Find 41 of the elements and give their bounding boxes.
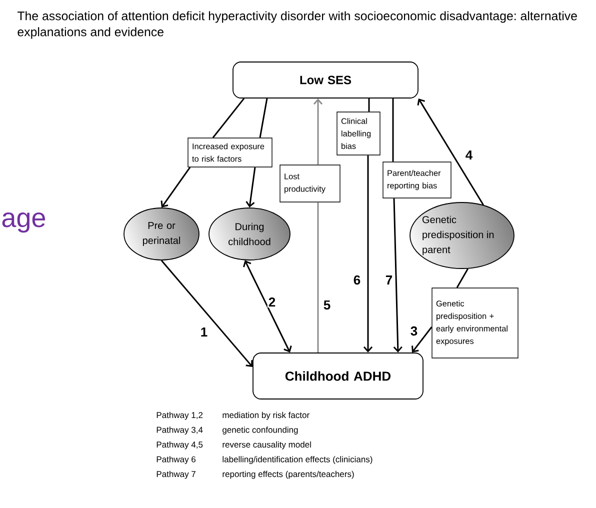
pathway-name: Pathway 4,5 [156, 441, 203, 450]
label-box: Lost productivity [280, 164, 340, 202]
word-fragment: age [2, 212, 46, 233]
rounded-box: Low SES [232, 62, 418, 98]
arrow [243, 260, 292, 353]
arrow [363, 155, 373, 353]
connector-line [259, 98, 268, 138]
pathway-name: Pathway 1,2 [156, 412, 203, 420]
edge-label: 2 [267, 296, 277, 308]
edge-label: 6 [352, 274, 362, 286]
label-box: Parent/teacher reporting bias [382, 162, 452, 198]
pathway-name: Pathway 3,4 [156, 426, 203, 434]
label-box: Increased exposure to risk factors [188, 138, 272, 168]
arrow [313, 98, 323, 165]
pathway-name: Pathway 7 [156, 470, 196, 479]
edge-label: 4 [464, 150, 474, 160]
arrow [246, 167, 256, 208]
rounded-box: Childhood ADHD [252, 352, 424, 400]
connector-line [456, 268, 469, 288]
label-box: Genetic predisposition + early environmental exposures [432, 288, 518, 358]
pathway-description: genetic confounding [222, 426, 298, 434]
arrow [393, 198, 402, 353]
arrow [160, 166, 191, 208]
edge-label: 1 [199, 326, 209, 338]
pathway-name: Pathway 6 [156, 456, 196, 464]
edge-label: 7 [384, 274, 394, 286]
edge-label: 3 [409, 325, 419, 337]
pathway-description: labelling/identification effects (clinicians) [222, 456, 372, 464]
connector-line [368, 98, 370, 112]
arrow [417, 98, 484, 206]
connector-line [392, 98, 394, 162]
arrow [412, 326, 432, 353]
pathway-description: reporting effects (parents/teachers) [222, 470, 354, 479]
edge-label: 5 [322, 299, 332, 311]
connector-line [317, 202, 319, 353]
pathway-description: reverse causality model [222, 441, 311, 450]
pathway-description: mediation by risk factor [222, 412, 310, 420]
label-box: Clinical labelling bias [336, 112, 380, 156]
connector-line [212, 98, 245, 138]
arrow [160, 260, 253, 367]
title: The association of attention deficit hyperactivity disorder with socioeconomic disadvantage: alternative explanations and evidence [17, 11, 577, 39]
